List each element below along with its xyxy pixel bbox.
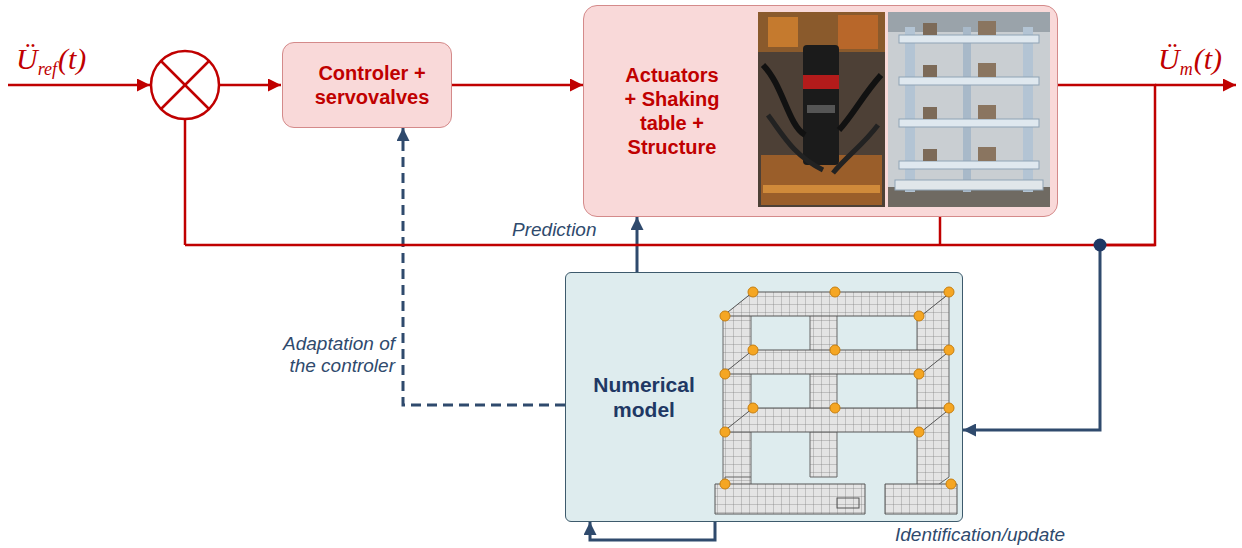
output-wire [1155,84,1236,87]
input-wire [8,84,150,87]
edge-label: Prediction [512,219,597,241]
connector-line [403,128,565,405]
connector-line [452,84,583,87]
signal-label: Üref(t) [16,44,86,78]
finite-element-mesh [715,287,957,514]
node-title: Actuators + Shaking table + Structure [618,63,726,159]
signal-name: (t) [1194,42,1222,75]
edge-label: Adaptation of the controler [255,333,395,377]
connector [452,85,583,86]
text-column: Numerical model [570,273,718,521]
connector [403,128,565,405]
actuator-photo [758,12,885,207]
signal-name: Ü [1158,42,1180,75]
illustration [565,272,963,522]
feedback-wire [185,244,1155,247]
connector-line [590,522,715,540]
signal-name: (t) [58,42,86,75]
text-column: Actuators + Shaking table + Structure [586,6,758,216]
summing-cross [161,61,209,109]
plant-box: Actuators + Shaking table + Structure [583,5,1058,217]
edge-label: Identification/update [895,524,1065,546]
signal-subscript: m [1180,59,1193,79]
signal-name: Ü [16,42,38,75]
summing-junction [151,51,219,119]
node-title: Numerical model [574,372,714,422]
text-column: Controler + servovalves [291,43,453,127]
illustration [583,5,1058,217]
junction-dot [1094,239,1107,252]
node-title: Controler + servovalves [291,61,453,109]
error-wire [219,84,281,87]
structure-photo [888,12,1050,207]
controller-box: Controler + servovalves [282,42,452,128]
feedback-wire [184,119,187,245]
summing-cross [161,61,209,109]
connector-line [1058,85,1155,245]
signal-label: Üm(t) [1158,44,1222,78]
connector [590,522,715,540]
connector-line [963,245,1100,430]
signal-subscript: ref [38,59,57,79]
feedback-wire [939,217,942,245]
model-box: Numerical model [565,272,963,522]
